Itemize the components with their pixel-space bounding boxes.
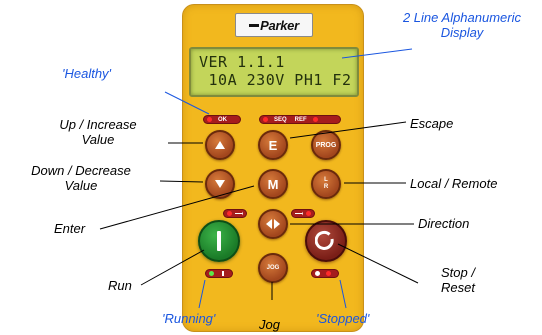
jog-label: Jog (259, 317, 280, 332)
up-label: Up / Increase Value (28, 117, 168, 147)
enter-label: Enter (54, 221, 86, 236)
up-button[interactable] (205, 130, 235, 160)
remote-key-label: R (323, 184, 329, 190)
down-label: Down / Decrease Value (2, 163, 160, 193)
local-key-label: L (324, 177, 328, 183)
down-label-line-2: Value (64, 178, 98, 193)
reverse-led-icon (227, 211, 232, 216)
up-arrow-icon (215, 141, 225, 149)
stopped-symbol-icon (315, 271, 320, 276)
lcd-line-1: VER 1.1.1 (199, 53, 285, 71)
run-label: Run (108, 278, 132, 293)
reverse-arrow-icon (235, 211, 243, 216)
running-indicator (205, 269, 233, 278)
escape-button[interactable]: E (258, 130, 288, 160)
running-symbol-icon (222, 271, 224, 276)
stopped-indicator (311, 269, 339, 278)
seq-indicator-label: SEQ (274, 116, 287, 123)
running-label: 'Running' (162, 311, 216, 326)
up-label-line-1: Up / Increase (59, 117, 137, 132)
ok-indicator-label: OK (218, 116, 227, 123)
stop-reset-label: Stop / Reset (414, 265, 502, 295)
display-label-line-2: Display (440, 25, 484, 40)
lcd-display: VER 1.1.1 10A 230V PH1 F2 (189, 47, 359, 97)
local-remote-label: Local / Remote (410, 176, 498, 191)
seq-led-icon (263, 117, 268, 122)
reverse-indicator (223, 209, 247, 218)
keypad-panel: Parker VER 1.1.1 10A 230V PH1 F2 OK SEQ … (182, 4, 364, 332)
forward-led-icon (306, 211, 311, 216)
direction-arrows-icon (266, 219, 280, 229)
enter-button[interactable]: M (258, 169, 288, 199)
local-remote-button[interactable]: L R (311, 169, 341, 199)
ok-led-icon (207, 117, 212, 122)
run-icon (217, 231, 221, 251)
down-button[interactable] (205, 169, 235, 199)
brand-logo: Parker (235, 13, 313, 37)
forward-indicator (291, 209, 315, 218)
ok-indicator: OK (203, 115, 241, 124)
direction-label: Direction (418, 216, 470, 231)
seq-ref-indicator: SEQ REF (259, 115, 341, 124)
ref-indicator-label: REF (294, 116, 307, 123)
run-button[interactable] (198, 220, 240, 262)
forward-arrow-icon (295, 211, 303, 216)
stop-label-line-1: Stop / (441, 265, 475, 280)
stop-reset-button[interactable] (305, 220, 347, 262)
down-label-line-1: Down / Decrease (31, 163, 131, 178)
display-label-line-1: 2 Line Alphanumeric (402, 10, 522, 25)
prog-button[interactable]: PROG (311, 130, 341, 160)
display-label: 2 Line Alphanumeric Display (382, 10, 542, 40)
running-led-icon (209, 271, 214, 276)
healthy-label: 'Healthy' (62, 66, 112, 81)
logo-dash-icon (249, 23, 260, 27)
lcd-line-2: 10A 230V PH1 F2 (199, 71, 352, 89)
stop-label-line-2: Reset (441, 280, 475, 295)
stop-icon (315, 230, 334, 250)
escape-label: Escape (410, 116, 454, 131)
down-arrow-icon (215, 180, 225, 188)
jog-button[interactable]: JOG (258, 253, 288, 283)
ref-led-icon (312, 117, 318, 122)
logo-text: Parker (260, 17, 299, 33)
up-label-line-2: Value (81, 132, 115, 147)
stopped-label: 'Stopped' (316, 311, 370, 326)
stopped-led-icon (326, 271, 331, 276)
direction-button[interactable] (258, 209, 288, 239)
